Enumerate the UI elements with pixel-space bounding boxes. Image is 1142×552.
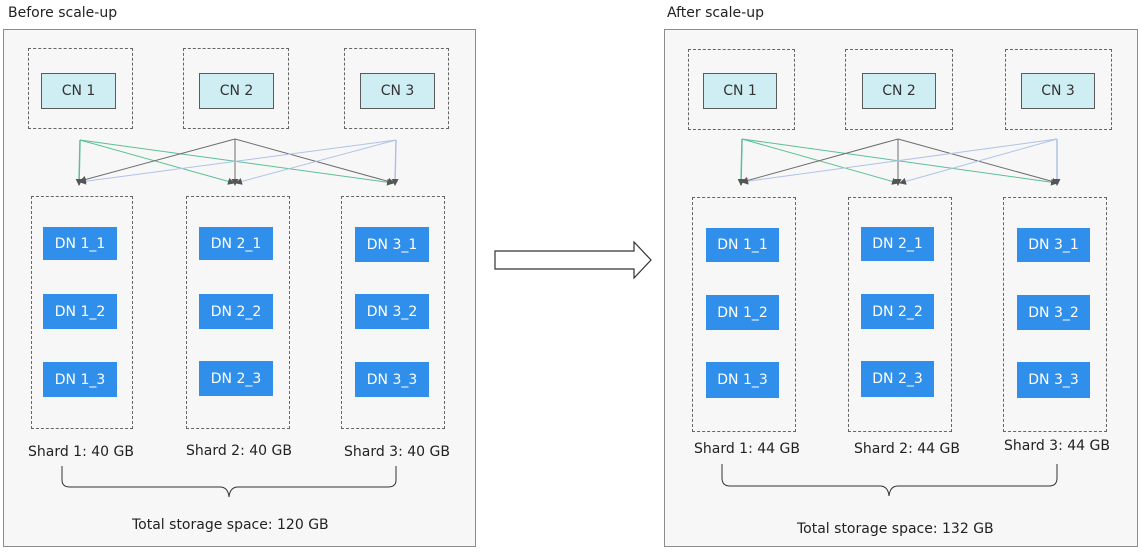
shard-label: Shard 2: 44 GB — [854, 441, 960, 457]
dn-node: DN 3_3 — [355, 362, 429, 397]
total-brace — [721, 464, 1058, 497]
dn-node: DN 3_3 — [1017, 362, 1090, 398]
shard-label: Shard 1: 40 GB — [28, 444, 134, 460]
cn1-group — [688, 49, 795, 130]
shard3-group — [341, 196, 445, 429]
shard-label: Shard 3: 44 GB — [1004, 438, 1110, 454]
cn3-group — [344, 48, 449, 129]
dn-node: DN 3_2 — [355, 294, 429, 329]
dn-node: DN 3_2 — [1017, 295, 1090, 330]
cn-node-2: CN 2 — [199, 73, 274, 109]
shard2-group — [848, 197, 952, 432]
cn-node-3: CN 3 — [360, 73, 435, 109]
shard-label: Shard 3: 40 GB — [344, 444, 450, 460]
dn-node: DN 1_2 — [43, 294, 117, 329]
cn3-group — [1005, 49, 1112, 130]
cn2-group — [845, 49, 953, 130]
dn-node: DN 3_1 — [355, 227, 429, 262]
total-storage-label: Total storage space: 120 GB — [132, 517, 329, 533]
shard-label: Shard 1: 44 GB — [694, 441, 800, 457]
dn-node: DN 1_1 — [706, 228, 779, 262]
right-arrow-icon — [494, 240, 652, 280]
after-panel-title: After scale-up — [667, 5, 764, 21]
dn-node: DN 1_3 — [43, 362, 117, 397]
dn-node: DN 1_1 — [43, 227, 117, 260]
before-panel-title: Before scale-up — [8, 5, 118, 21]
shard1-group — [692, 197, 796, 432]
cn-node-1: CN 1 — [703, 73, 777, 109]
dn-node: DN 2_1 — [199, 227, 273, 260]
cn2-group — [183, 48, 289, 129]
dn-node: DN 2_1 — [861, 227, 934, 261]
cn1-group — [28, 48, 133, 129]
dn-node: DN 3_1 — [1017, 228, 1090, 262]
before-scale-up-panel — [3, 29, 476, 547]
dn-node: DN 2_2 — [199, 294, 273, 329]
total-brace — [61, 466, 397, 498]
shard-label: Shard 2: 40 GB — [186, 443, 292, 459]
shard3-group — [1003, 197, 1107, 432]
total-storage-label: Total storage space: 132 GB — [797, 521, 994, 537]
dn-node: DN 2_3 — [861, 361, 934, 397]
dn-node: DN 1_2 — [706, 295, 779, 330]
dn-node: DN 2_2 — [861, 294, 934, 329]
dn-node: DN 1_3 — [706, 362, 779, 398]
cn-node-2: CN 2 — [862, 73, 936, 109]
cn-node-1: CN 1 — [41, 73, 116, 109]
after-scale-up-panel — [664, 29, 1138, 547]
shard1-group — [31, 196, 133, 429]
shard2-group — [186, 196, 290, 429]
cn-node-3: CN 3 — [1021, 73, 1095, 109]
dn-node: DN 2_3 — [199, 361, 273, 396]
